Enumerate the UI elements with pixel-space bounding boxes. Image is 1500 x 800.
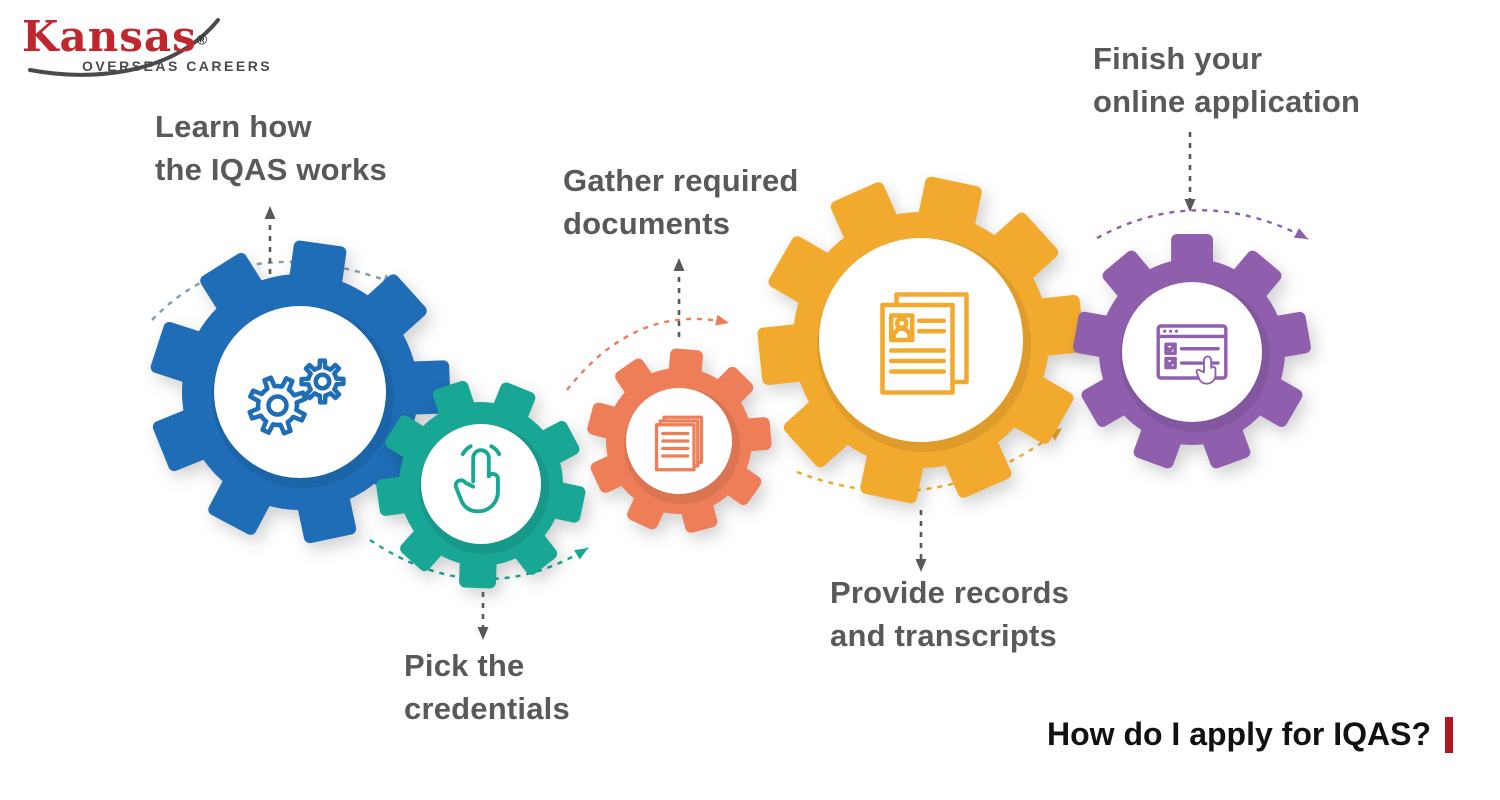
- title-accent-bar: [1445, 716, 1453, 753]
- registered-mark: ®: [196, 31, 208, 48]
- gear-finish: [1073, 234, 1311, 469]
- form-icon: [1156, 324, 1228, 385]
- logo-swoosh-icon: [28, 18, 220, 77]
- brand-name: Kansas: [22, 12, 197, 61]
- connector-provide: [915, 510, 927, 572]
- step-label-provide: Provide records and transcripts: [830, 575, 1070, 653]
- step-label-learn: Learn how the IQAS works: [155, 109, 387, 187]
- title-text: How do I apply for IQAS?: [1047, 716, 1431, 752]
- gear-pick: [376, 380, 586, 589]
- connector-learn: [264, 206, 276, 280]
- tap-hand-icon: [453, 444, 502, 514]
- brand-logo: Kansas® OVERSEAS CAREERS: [22, 12, 282, 102]
- rotation-arc-pick: [369, 539, 589, 581]
- connector-pick: [477, 592, 489, 640]
- rotation-arc-gather: [566, 314, 730, 391]
- step-label-finish: Finish your online application: [1093, 41, 1361, 119]
- connector-gather: [673, 258, 685, 342]
- records-icon: [880, 292, 969, 395]
- gear-provide: [757, 176, 1085, 504]
- rotation-arc-finish: [1096, 209, 1309, 241]
- connector-finish: [1184, 132, 1196, 212]
- gear-gather: [587, 348, 772, 533]
- step-label-pick: Pick the credentials: [404, 648, 570, 726]
- documents-icon: [654, 415, 704, 472]
- page-title: How do I apply for IQAS?: [1047, 716, 1453, 753]
- gears-icon: [247, 358, 346, 436]
- step-label-gather: Gather required documents: [563, 163, 799, 241]
